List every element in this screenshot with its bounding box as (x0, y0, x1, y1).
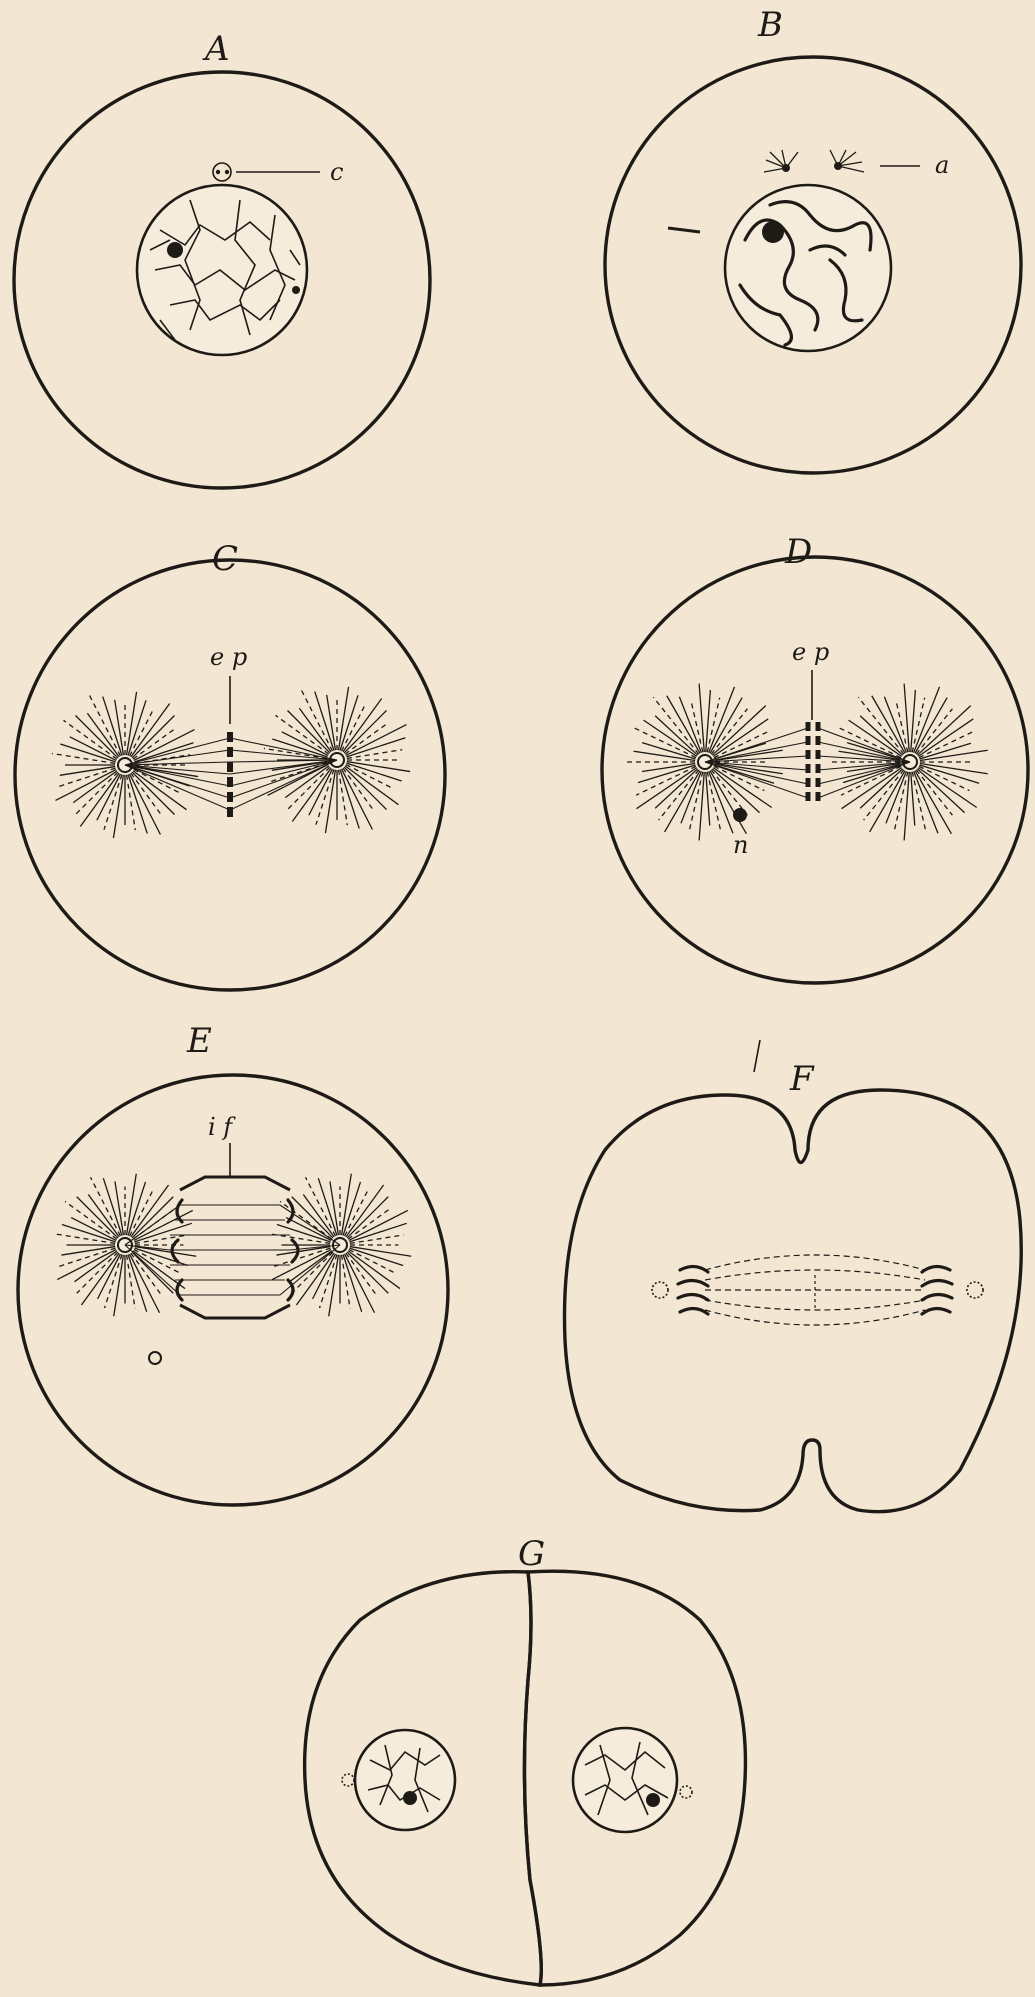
panel-c: C e p (15, 539, 445, 990)
panel-d: D e p n (602, 532, 1028, 983)
aster-ray (292, 768, 331, 821)
panel-f-centrosome-left (652, 1282, 668, 1298)
panel-b-label-a: a (935, 151, 949, 179)
aster-ray (88, 1195, 119, 1237)
panel-g-nucleus-right (573, 1728, 677, 1832)
panel-f-spindle-remnant (705, 1255, 925, 1325)
panel-a-centrosome (213, 163, 231, 181)
aster-ray (860, 769, 903, 808)
aster-ray (712, 769, 759, 813)
aster-ray (655, 769, 698, 808)
aster-ray (346, 1253, 377, 1295)
panel-a-chromatin-knot (292, 286, 300, 294)
aster-ray (870, 771, 905, 832)
aster-ray (710, 698, 742, 754)
panel-d-nucleolus-remnant (733, 808, 747, 822)
aster-ray (80, 773, 119, 826)
aster-ray (77, 1252, 118, 1293)
aster-ray (345, 722, 389, 754)
panel-a-nucleolus (167, 242, 183, 258)
panel-g-nucleolus-right (646, 1793, 660, 1807)
panel-d-label-ep: e p (792, 638, 829, 666)
aster-ray (917, 706, 970, 756)
panel-b-mark (668, 228, 700, 232)
panel-g-nucleus-left (355, 1730, 455, 1830)
panel-g-nucleolus-left (403, 1791, 417, 1805)
panel-c-cell (15, 560, 445, 990)
aster-ray (87, 713, 119, 757)
aster-ray (81, 1253, 119, 1305)
panel-b-label: B (757, 5, 783, 45)
panel-f-cell-furrowing (565, 1090, 1022, 1512)
panel-f: F (565, 1040, 1022, 1512)
panel-b-centrosomes (764, 150, 864, 172)
aster-ray (706, 772, 710, 826)
aster-ray (860, 716, 903, 755)
aster-ray (665, 771, 700, 832)
panel-b-nucleolus (762, 221, 784, 243)
panel-g-centrosome-left (342, 1774, 354, 1786)
panel-e: E i f (18, 1021, 448, 1505)
panel-c-label-ep: e p (210, 643, 247, 671)
panel-e-body-top (180, 1177, 290, 1190)
panel-e-label: E (186, 1021, 212, 1061)
aster-ray (709, 687, 735, 753)
panel-g-centrosome-right (680, 1786, 692, 1798)
panel-e-body-bottom (180, 1305, 290, 1318)
panel-d-label: D (784, 532, 812, 572)
aster-ray (712, 706, 765, 756)
panel-e-label-if: i f (208, 1113, 236, 1141)
panel-g-label: G (518, 1534, 545, 1574)
aster-ray (915, 698, 947, 754)
aster-ray (348, 1208, 390, 1239)
aster-ray (710, 771, 746, 834)
aster-ray (709, 771, 733, 833)
panel-f-centrosome-right (967, 1282, 983, 1298)
aster-ray (73, 771, 117, 803)
aster-ray (299, 708, 331, 752)
panel-f-daughter-chromosomes-right (922, 1266, 952, 1314)
panel-a-label-c: c (330, 158, 343, 186)
aster-ray (917, 769, 964, 813)
panel-e-cell (18, 1075, 448, 1505)
panel-a-label: A (202, 29, 230, 69)
panel-a-nucleus (137, 185, 307, 355)
aster-ray (133, 727, 177, 759)
aster-ray (655, 716, 698, 755)
aster-ray (75, 1251, 117, 1282)
panel-d-label-n: n (733, 831, 748, 859)
aster-ray (914, 687, 940, 753)
panel-d-aster-left (626, 684, 782, 841)
panel-b: B a (605, 5, 1021, 473)
panel-f-daughter-chromosomes-left (678, 1266, 708, 1314)
panel-b-nucleus (725, 185, 891, 351)
aster-ray (914, 771, 938, 833)
aster-ray (667, 696, 700, 754)
panel-f-label: F (789, 1059, 815, 1099)
aster-ray (76, 772, 118, 814)
panel-g: G (305, 1534, 746, 1985)
aster-ray (343, 768, 375, 812)
panel-e-granule (149, 1352, 161, 1364)
aster-ray (872, 696, 905, 754)
panel-a: A c (14, 29, 430, 488)
aster-ray (292, 1252, 333, 1293)
aster-ray (915, 771, 951, 834)
panel-f-tick (754, 1040, 760, 1072)
aster-ray (911, 772, 915, 826)
aster-ray (296, 1253, 334, 1305)
